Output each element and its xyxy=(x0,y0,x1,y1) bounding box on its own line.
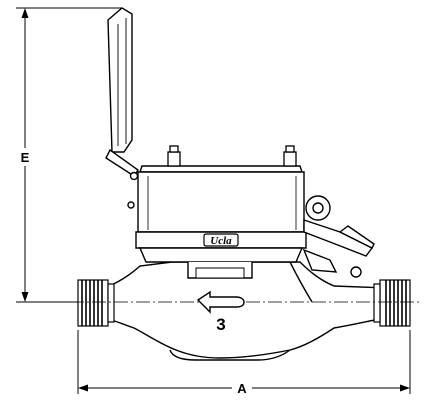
register-housing xyxy=(135,165,307,279)
dimension-a-arrow-right xyxy=(400,384,410,392)
brand-plate xyxy=(203,233,239,247)
meter-pipe-body xyxy=(103,261,387,361)
side-lever-assembly xyxy=(289,195,375,303)
register-top-bolts xyxy=(167,145,297,167)
register-lid xyxy=(105,7,139,209)
meter-size-mark: 3 xyxy=(216,315,225,334)
dimension-a-label: A xyxy=(237,381,247,396)
brand-mark: Ucla xyxy=(210,235,232,247)
right-threaded-end xyxy=(373,279,411,327)
dimension-e xyxy=(16,7,122,303)
dimension-e-arrow-top xyxy=(21,8,29,18)
dimension-a xyxy=(77,330,411,394)
left-threaded-end xyxy=(77,279,115,327)
dimension-a-arrow-left xyxy=(78,384,88,392)
dimension-e-arrow-bottom xyxy=(21,292,29,302)
dimension-e-label: E xyxy=(21,150,30,165)
flow-direction-arrow xyxy=(196,290,245,314)
